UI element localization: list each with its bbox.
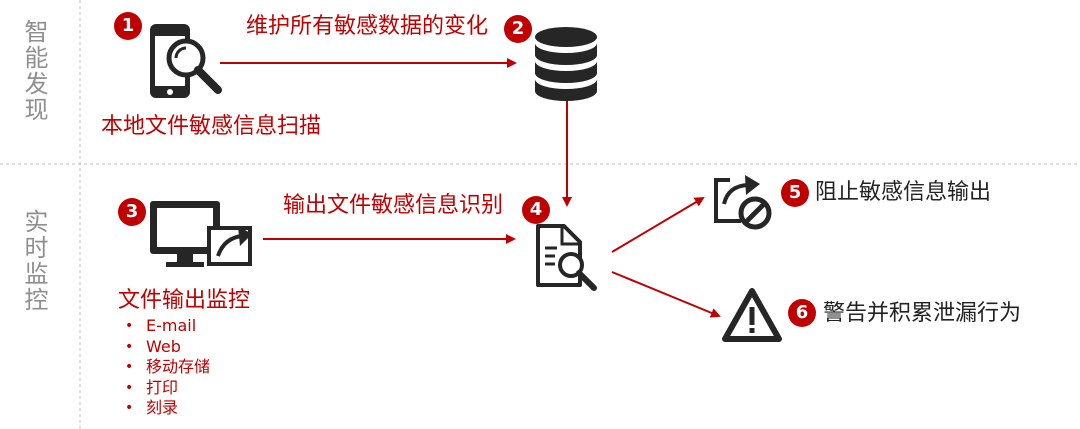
list-item: • Web: [118, 337, 210, 358]
list-item: • 移动存储: [118, 357, 210, 378]
list-item: • 打印: [118, 378, 210, 399]
step-label-2: 维护所有敏感数据的变化: [246, 14, 489, 39]
arrow-inspect-to-warning: [611, 271, 721, 318]
bullet-icon: •: [125, 318, 134, 334]
arrow-inspect-to-block: [611, 196, 705, 253]
database-icon: [535, 27, 597, 101]
document-magnifier-icon: [536, 224, 597, 291]
step-badge-3: 3: [118, 198, 146, 226]
bullet-icon: •: [125, 400, 134, 416]
phone-magnifier-icon: [150, 24, 222, 98]
bullet-icon: •: [125, 359, 134, 375]
step-label-1: 本地文件敏感信息扫描: [101, 114, 322, 139]
channel-label: 刻录: [146, 398, 179, 417]
step-label-4: 输出文件敏感信息识别: [283, 193, 504, 218]
step-badge-1: 1: [114, 12, 142, 40]
output-channel-list: • E-mail • Web • 移动存储 • 打印 • 刻录: [118, 316, 210, 419]
step-label-6: 警告并积累泄漏行为: [823, 301, 1022, 326]
section-label-monitoring: 实时监控: [20, 208, 48, 313]
step-badge-4: 4: [522, 196, 550, 224]
list-item: • 刻录: [118, 398, 210, 419]
section-label-discovery: 智能发现: [20, 18, 48, 123]
share-blocked-icon: [714, 175, 772, 230]
monitor-share-icon: [150, 201, 252, 267]
bullet-icon: •: [125, 338, 134, 355]
channel-label: 移动存储: [146, 357, 211, 376]
step-badge-5: 5: [781, 179, 809, 207]
warning-triangle-icon: [722, 288, 782, 342]
channel-label: E-mail: [146, 316, 197, 335]
bullet-icon: •: [125, 379, 134, 396]
channel-label: Web: [146, 336, 181, 356]
list-item: • E-mail: [118, 316, 210, 337]
step-badge-6: 6: [788, 299, 816, 327]
step-label-3: 文件输出监控: [118, 288, 251, 313]
channel-label: 打印: [146, 377, 179, 397]
step-label-5: 阻止敏感信息输出: [815, 180, 992, 205]
step-badge-2: 2: [504, 15, 532, 43]
